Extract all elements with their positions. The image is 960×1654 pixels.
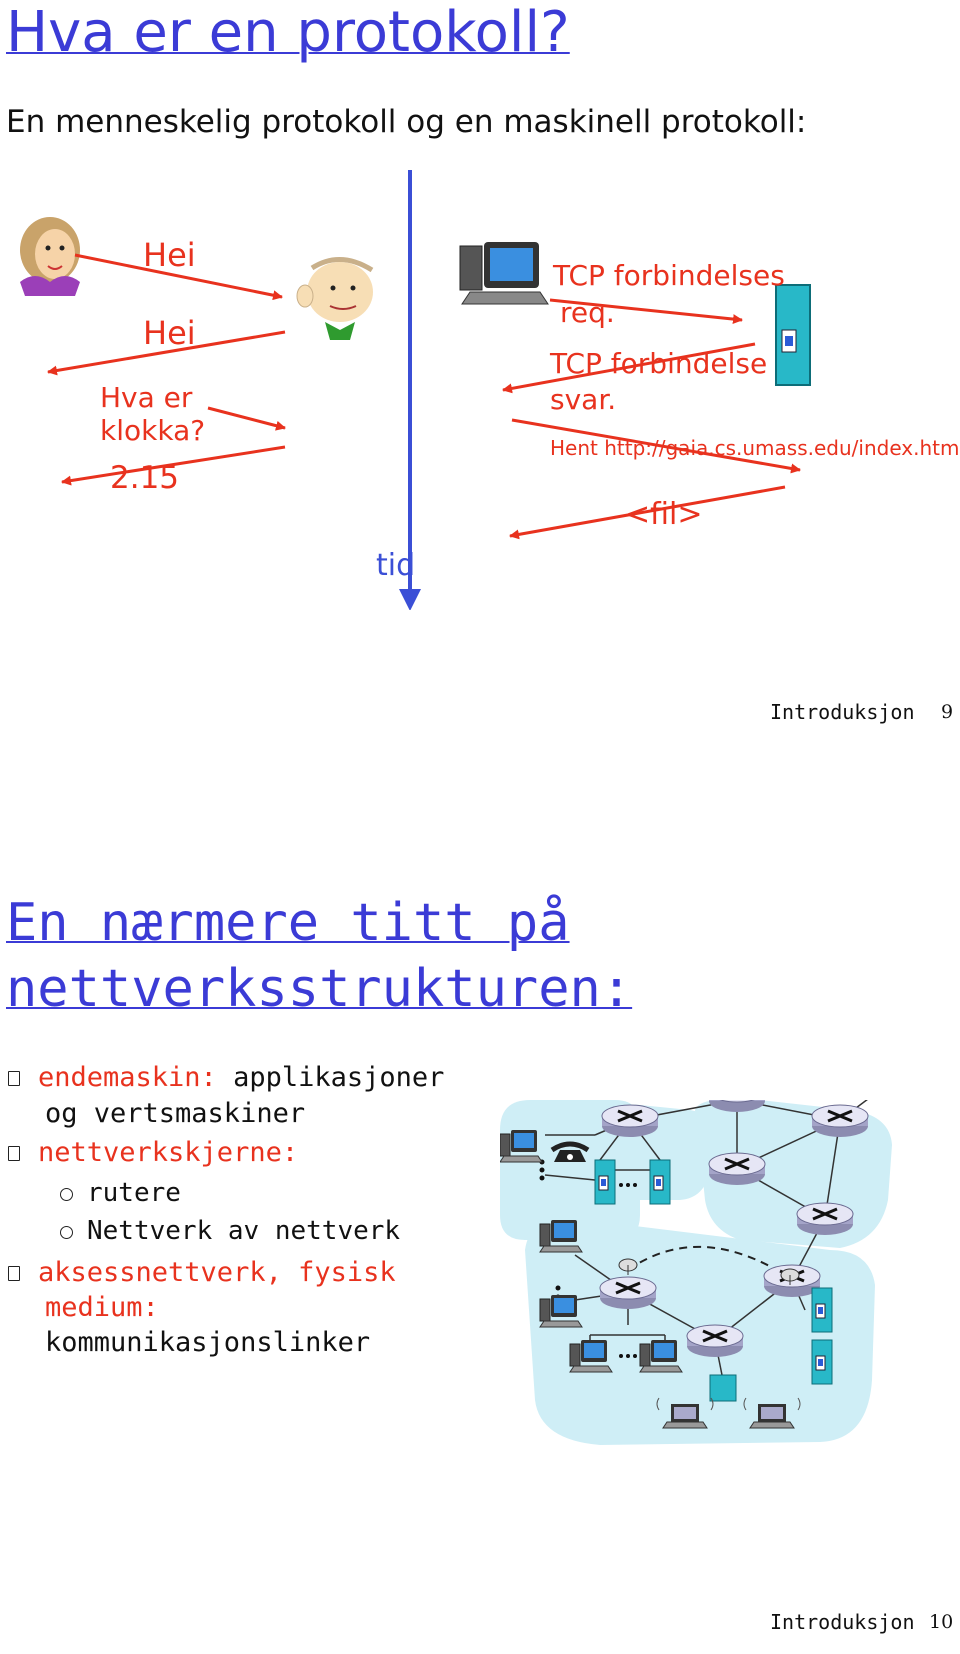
slide9-title: Hva er en protokoll?	[6, 0, 570, 65]
bullet-3-term: aksessnettverk, fysisk	[38, 1257, 396, 1288]
server-icon	[775, 284, 811, 386]
computer-icon	[639, 1339, 683, 1373]
slide10-title-line-2: nettverksstrukturen:	[6, 959, 633, 1019]
greeting-hei-1: Hei	[143, 236, 196, 274]
woman-face-icon	[20, 217, 80, 296]
subbullet-2-text: Nettverk av nettverk	[87, 1216, 401, 1246]
bullet-1-cont: og vertsmaskiner	[45, 1098, 306, 1129]
tcp-resp-line-2: svar.	[550, 383, 617, 416]
satellite-dish-icon	[618, 1258, 638, 1275]
server-icon	[594, 1159, 616, 1205]
server-icon	[649, 1159, 671, 1205]
greeting-hei-2: Hei	[143, 314, 196, 352]
subbullet-1-text: rutere	[87, 1178, 181, 1208]
slide10-title-line-1: En nærmere titt på	[6, 893, 570, 953]
slide9-footer: Introduksjon	[770, 700, 915, 724]
router-icon	[795, 1201, 855, 1237]
bullet-2: nettverkskjerne:	[8, 1135, 298, 1171]
slide10-footer: Introduksjon	[770, 1610, 915, 1634]
subbullet-2: Nettverk av nettverk	[60, 1213, 400, 1249]
server-icon	[811, 1339, 833, 1385]
computer-icon	[539, 1294, 583, 1328]
network-diagram	[500, 1100, 892, 1445]
bullet-1-text: applikasjoner	[216, 1062, 445, 1093]
file-label: <fil>	[625, 497, 703, 532]
square-bullet-icon	[8, 1071, 20, 1086]
subbullet-1: rutere	[60, 1175, 181, 1211]
router-icon	[685, 1323, 745, 1359]
bullet-3-cont: medium:	[45, 1292, 159, 1323]
tcp-resp-line-1: TCP forbindelse	[550, 347, 768, 380]
tcp-req-line-2: req.	[560, 296, 615, 329]
router-icon	[707, 1151, 767, 1187]
satellite-link	[627, 1245, 791, 1279]
bullet-1-term: endemaskin:	[38, 1062, 217, 1093]
satellite-dish-icon	[780, 1268, 800, 1285]
slide9-subtitle: En menneskelig protokoll og en maskinell…	[6, 104, 807, 140]
question-line-1: Hva er	[100, 381, 193, 414]
computer-icon	[569, 1339, 613, 1373]
computer-icon	[500, 1129, 543, 1163]
bullet-3: aksessnettverk, fysisk medium: kommunika…	[8, 1255, 396, 1360]
bullet-1: endemaskin: applikasjoner og vertsmaskin…	[8, 1060, 444, 1132]
computer-icon	[539, 1219, 583, 1253]
server-icon	[811, 1287, 833, 1333]
slide10-page-number: 10	[929, 1611, 954, 1633]
circle-bullet-icon	[60, 1226, 73, 1239]
router-icon	[810, 1103, 870, 1139]
bullet-3-cont2: kommunikasjonslinker	[45, 1327, 371, 1358]
tcp-req-line-1: TCP forbindelses	[553, 259, 785, 292]
man-face-icon	[296, 257, 374, 340]
question-line-2: klokka?	[100, 414, 206, 447]
router-icon	[598, 1275, 658, 1311]
answer-time: 2.15	[110, 460, 180, 496]
square-bullet-icon	[8, 1146, 20, 1161]
protocol-diagram	[20, 170, 811, 610]
slide9-page-number: 9	[941, 701, 954, 723]
modem-icon	[709, 1374, 737, 1402]
computer-icon	[459, 242, 549, 305]
bullet-2-term: nettverkskjerne:	[38, 1137, 299, 1168]
square-bullet-icon	[8, 1266, 20, 1281]
circle-bullet-icon	[60, 1188, 73, 1201]
time-label: tid	[376, 548, 416, 583]
router-icon	[600, 1103, 660, 1139]
http-get: Hent http://gaia.cs.umass.edu/index.htm	[550, 436, 960, 460]
